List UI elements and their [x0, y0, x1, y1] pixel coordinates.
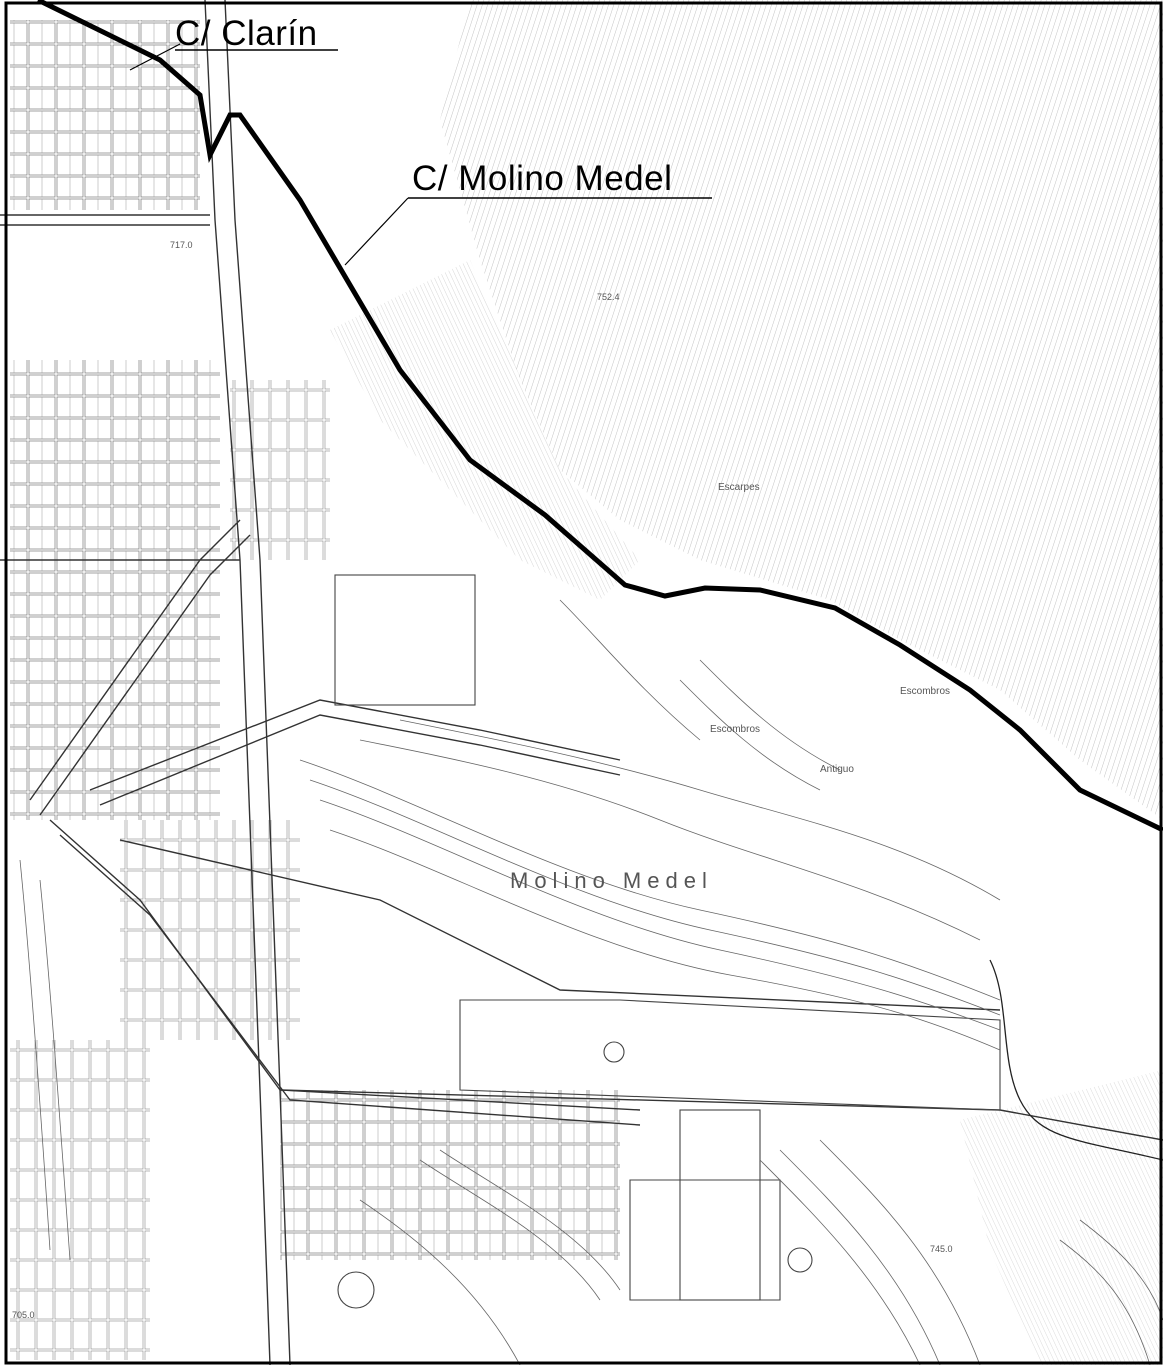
urban-blocks-south [280, 1090, 620, 1260]
boundary-line [36, 0, 1163, 833]
label-leader-molino [344, 197, 409, 266]
area-label: Molino Medel [510, 868, 713, 893]
map-border [4, 1, 1163, 1365]
hillside-hatching [440, 0, 1163, 820]
ravine-line [989, 959, 1163, 1161]
parcels [334, 574, 1001, 1309]
annotation-escarpes: Escarpes [718, 482, 760, 493]
urban-blocks-south-west [10, 1040, 150, 1360]
elevation-label-1: 752.4 [597, 292, 620, 302]
contour-lines [19, 599, 1163, 1365]
urban-blocks-central [230, 380, 330, 560]
street-label-molino-medel: C/ Molino Medel [412, 159, 672, 198]
hillside-hatching-dense [330, 260, 640, 600]
elevation-label-4: 705.0 [12, 1310, 35, 1320]
slope-hatching-right [960, 1070, 1163, 1365]
annotation-escombros-1: Escombros [710, 724, 760, 735]
annotation-antiguo: Antiguo [820, 764, 854, 775]
elevation-label-2: 745.0 [930, 1244, 953, 1254]
urban-blocks-sw [120, 820, 300, 1040]
urban-blocks-nw [10, 20, 200, 210]
urban-blocks-west [10, 360, 220, 820]
annotation-escombros-2: Escombros [900, 686, 950, 697]
elevation-label-3: 717.0 [170, 240, 193, 250]
street-label-clarin: C/ Clarín [175, 14, 318, 53]
